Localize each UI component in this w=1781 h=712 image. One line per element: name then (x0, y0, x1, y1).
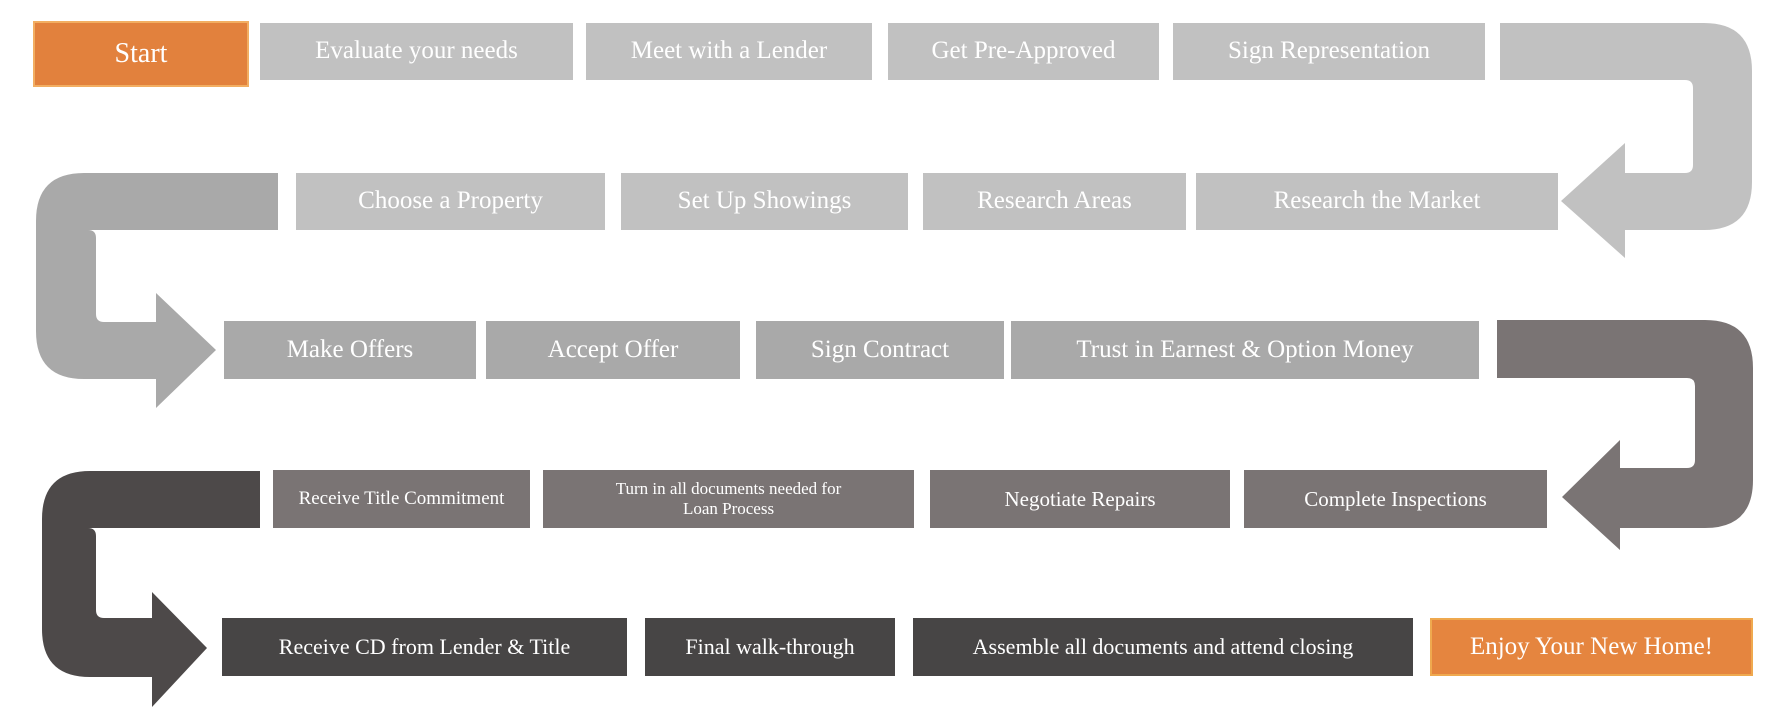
step-set-up-showings: Set Up Showings (621, 173, 908, 230)
step-meet-lender: Meet with a Lender (586, 23, 872, 80)
step-receive-title-commitment: Receive Title Commitment (273, 470, 530, 528)
step-enjoy-your-new-home: Enjoy Your New Home! (1430, 618, 1753, 676)
step-choose-property: Choose a Property (296, 173, 605, 230)
u-turn-arrow-row4-to-row5 (42, 471, 260, 707)
step-negotiate-repairs: Negotiate Repairs (930, 470, 1230, 528)
step-research-market: Research the Market (1196, 173, 1558, 230)
u-turn-arrow-row1-to-row2 (1500, 23, 1752, 258)
step-accept-offer: Accept Offer (486, 321, 740, 379)
step-get-preapproved: Get Pre-Approved (888, 23, 1159, 80)
step-sign-representation: Sign Representation (1173, 23, 1485, 80)
step-turn-in-loan-documents: Turn in all documents needed for Loan Pr… (543, 470, 914, 528)
step-receive-cd-lender-title: Receive CD from Lender & Title (222, 618, 627, 676)
step-make-offers: Make Offers (224, 321, 476, 379)
step-sign-contract: Sign Contract (756, 321, 1004, 379)
step-evaluate-needs: Evaluate your needs (260, 23, 573, 80)
u-turn-arrow-row2-to-row3 (36, 173, 278, 408)
u-turn-arrow-row3-to-row4 (1497, 320, 1753, 550)
step-final-walkthrough: Final walk-through (645, 618, 895, 676)
step-assemble-documents-closing: Assemble all documents and attend closin… (913, 618, 1413, 676)
step-research-areas: Research Areas (923, 173, 1186, 230)
step-complete-inspections: Complete Inspections (1244, 470, 1547, 528)
step-start: Start (33, 21, 249, 87)
step-trust-earnest-option-money: Trust in Earnest & Option Money (1011, 321, 1479, 379)
